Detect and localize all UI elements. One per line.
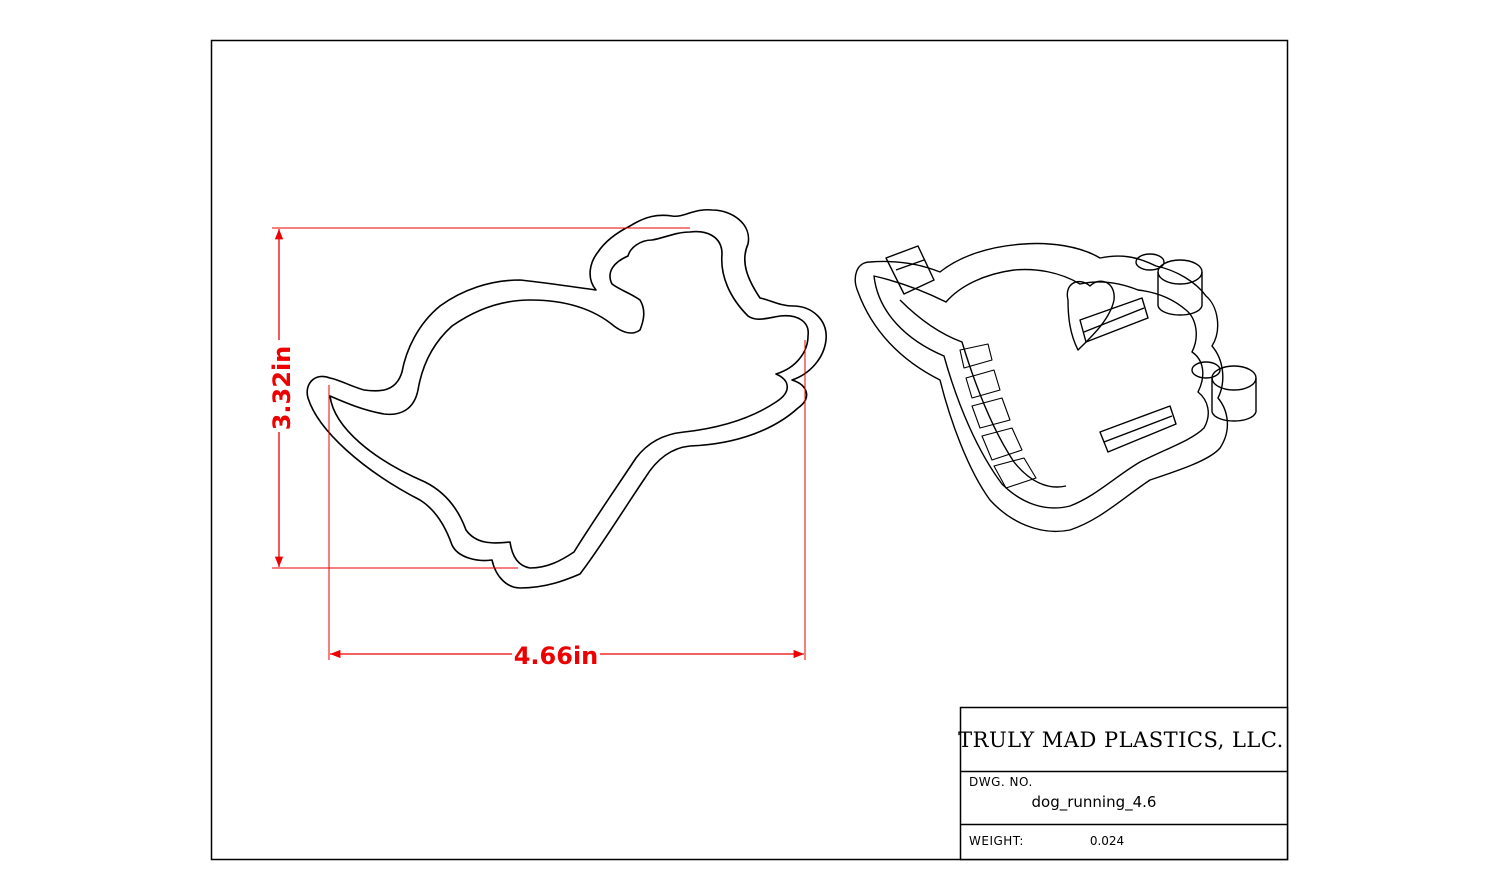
title-block: TRULY MAD PLASTICS, LLC. DWG. NO. dog_ru… xyxy=(958,706,1289,861)
drawing-border xyxy=(210,39,1289,861)
weight-value: 0.024 xyxy=(1090,834,1124,848)
dwg-no-value: dog_running_4.6 xyxy=(1032,793,1157,812)
iso-boss-upper xyxy=(1135,253,1203,316)
dimension-lines: 3.32in 4.66in xyxy=(268,227,806,670)
iso-wall-ribs xyxy=(959,343,1037,489)
title-block-frame xyxy=(959,706,1289,861)
iso-boss-lower xyxy=(1191,361,1257,422)
iso-outer-rim xyxy=(854,242,1228,532)
dwg-no-label: DWG. NO. xyxy=(969,775,1033,789)
cutter-inner-outline xyxy=(329,230,809,569)
iso-tail-wall xyxy=(885,245,935,295)
cutter-outer-outline xyxy=(306,208,827,589)
iso-leg-wall xyxy=(1099,405,1177,453)
iso-neck-wall xyxy=(1079,297,1149,343)
cutter-isometric-view xyxy=(854,242,1257,532)
company-name: TRULY MAD PLASTICS, LLC. xyxy=(958,728,1284,752)
iso-inner-rim xyxy=(873,268,1209,509)
height-dimension-label: 3.32in xyxy=(268,346,296,431)
iso-head-loop xyxy=(1066,280,1115,351)
cutter-outline-view xyxy=(306,208,827,589)
width-dimension-label: 4.66in xyxy=(514,642,599,670)
iso-wall-bottom xyxy=(899,299,1067,488)
weight-label: WEIGHT: xyxy=(969,834,1024,848)
